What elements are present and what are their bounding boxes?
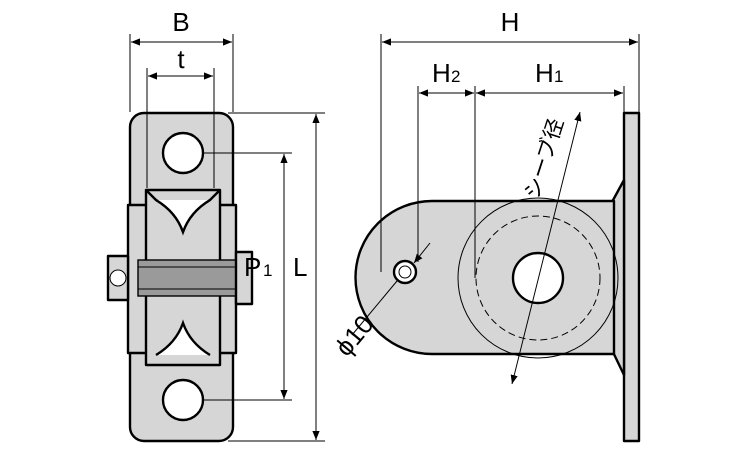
upper-mount-hole (161, 131, 205, 175)
dimension-h2-h1: H 2 H 1 (417, 58, 625, 278)
axle-shaft (137, 259, 245, 297)
dimension-h: H (380, 7, 640, 272)
dimension-t: t (146, 44, 215, 188)
dimension-b: B (129, 7, 234, 112)
label-h1-sub: 1 (554, 67, 563, 86)
label-p1-sub: 1 (263, 261, 272, 280)
dimension-p1: P 1 (203, 152, 292, 401)
label-p1: P (244, 252, 261, 282)
dimension-l: L (228, 112, 325, 442)
label-b: B (172, 7, 189, 37)
label-h2: H (432, 58, 451, 88)
sheave-groove-bottom (155, 319, 211, 357)
sheave-groove-top (155, 198, 211, 236)
label-h: H (501, 7, 520, 37)
label-t: t (177, 44, 185, 74)
label-h1: H (535, 58, 554, 88)
pin-hole-10 (392, 259, 418, 285)
lower-mount-hole (161, 378, 205, 422)
axle-bolt-head (234, 250, 254, 306)
front-view (106, 111, 254, 443)
mounting-plate (622, 111, 641, 443)
label-l: L (293, 252, 307, 282)
label-h2-sub: 2 (451, 67, 460, 86)
side-view (354, 111, 641, 443)
